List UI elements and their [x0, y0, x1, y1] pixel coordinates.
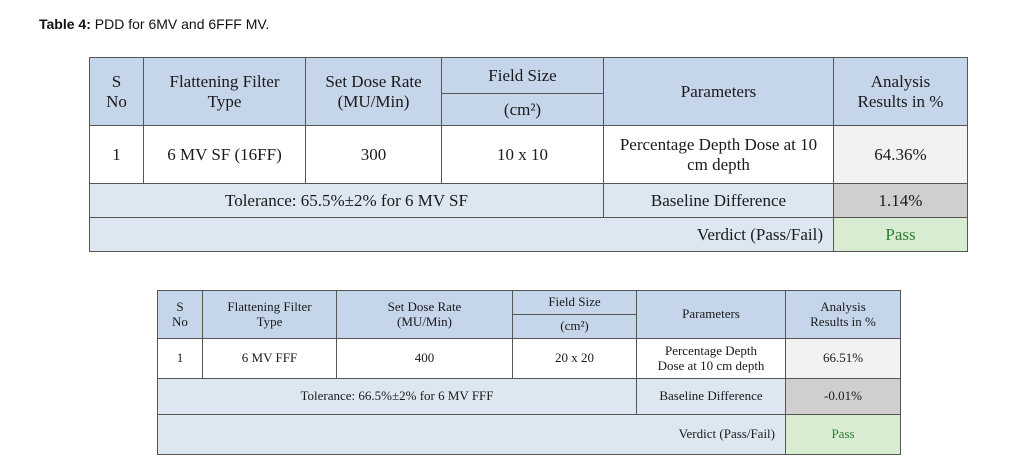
cell-field-size: 10 x 10 — [441, 125, 604, 184]
header-dose-rate: Set Dose Rate(MU/Min) — [336, 290, 513, 339]
cell-dose-rate: 400 — [336, 338, 513, 379]
verdict-value: Pass — [785, 414, 901, 455]
cell-filter-type: 6 MV SF (16FF) — [143, 125, 306, 184]
baseline-label: Baseline Difference — [603, 183, 834, 218]
verdict-value: Pass — [833, 217, 968, 252]
tolerance-row: Tolerance: 65.5%±2% for 6 MV SF — [89, 183, 604, 218]
cell-sno: 1 — [89, 125, 144, 184]
cell-filter-type: 6 MV FFF — [202, 338, 337, 379]
caption-label: Table 4: — [39, 16, 91, 32]
header-parameters: Parameters — [636, 290, 786, 339]
table-caption: Table 4: PDD for 6MV and 6FFF MV. — [39, 16, 269, 32]
baseline-value: 1.14% — [833, 183, 968, 218]
header-field-size: Field Size — [512, 290, 637, 315]
caption-text: PDD for 6MV and 6FFF MV. — [90, 16, 270, 32]
cell-result: 64.36% — [833, 125, 968, 184]
header-field-size: Field Size — [441, 57, 604, 94]
verdict-label: Verdict (Pass/Fail) — [157, 414, 786, 455]
header-field-size-unit: (cm²) — [512, 314, 637, 339]
verdict-label: Verdict (Pass/Fail) — [89, 217, 834, 252]
cell-result: 66.51% — [785, 338, 901, 379]
cell-field-size: 20 x 20 — [512, 338, 637, 379]
baseline-value: -0.01% — [785, 378, 901, 415]
baseline-label: Baseline Difference — [636, 378, 786, 415]
header-dose-rate: Set Dose Rate(MU/Min) — [305, 57, 442, 126]
cell-dose-rate: 300 — [305, 125, 442, 184]
tolerance-row: Tolerance: 66.5%±2% for 6 MV FFF — [157, 378, 637, 415]
cell-sno: 1 — [157, 338, 203, 379]
header-field-size-unit: (cm²) — [441, 93, 604, 126]
header-parameters: Parameters — [603, 57, 834, 126]
